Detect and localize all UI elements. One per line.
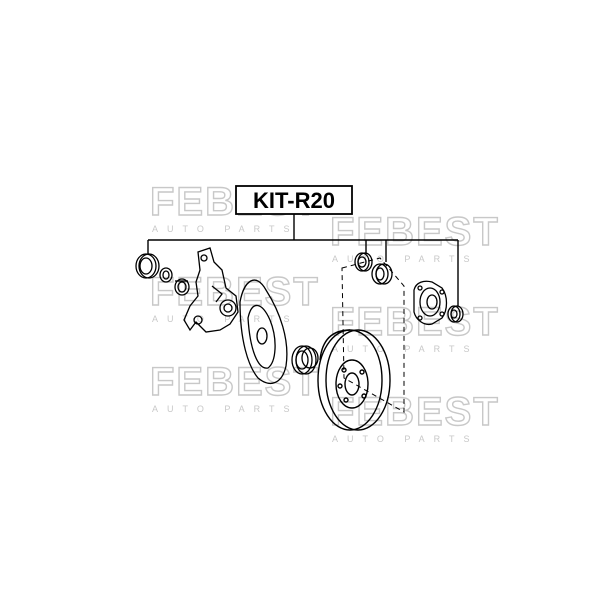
hub-seal <box>447 305 464 323</box>
svg-text:AUTO PARTS: AUTO PARTS <box>152 404 299 414</box>
watermark-logo: FEBEST AUTO PARTS <box>149 359 320 414</box>
watermark-logo: FEBEST AUTO PARTS <box>329 389 500 444</box>
watermark-logo: FEBEST AUTO PARTS <box>149 269 320 324</box>
svg-text:FEBEST: FEBEST <box>330 300 500 344</box>
watermark-logo: FEBEST AUTO PARTS <box>329 209 500 264</box>
outer-bearing <box>159 267 190 296</box>
svg-text:FEBEST: FEBEST <box>330 390 500 434</box>
wheel-hub <box>413 280 448 326</box>
inner-bearing <box>371 263 393 285</box>
outer-seal <box>135 253 160 279</box>
svg-text:AUTO PARTS: AUTO PARTS <box>152 224 299 234</box>
assembly-outline <box>341 257 405 413</box>
svg-text:AUTO PARTS: AUTO PARTS <box>332 254 479 264</box>
svg-text:FEBEST: FEBEST <box>150 270 320 314</box>
abs-ring <box>291 345 319 375</box>
svg-text:AUTO PARTS: AUTO PARTS <box>332 434 479 444</box>
leader-lines <box>147 214 459 306</box>
svg-text:FEBEST: FEBEST <box>150 360 320 404</box>
inner-seal <box>354 252 373 272</box>
svg-text:FEBEST: FEBEST <box>330 210 500 254</box>
svg-text:AUTO PARTS: AUTO PARTS <box>152 314 299 324</box>
svg-text:AUTO PARTS: AUTO PARTS <box>332 344 479 354</box>
brake-disc <box>317 329 391 431</box>
kit-label: KIT-R20 <box>235 185 353 215</box>
steering-knuckle <box>183 247 239 333</box>
watermark-logo: FEBEST AUTO PARTS <box>329 299 500 354</box>
dust-shield <box>239 279 288 384</box>
kit-label-text: KIT-R20 <box>253 188 335 213</box>
